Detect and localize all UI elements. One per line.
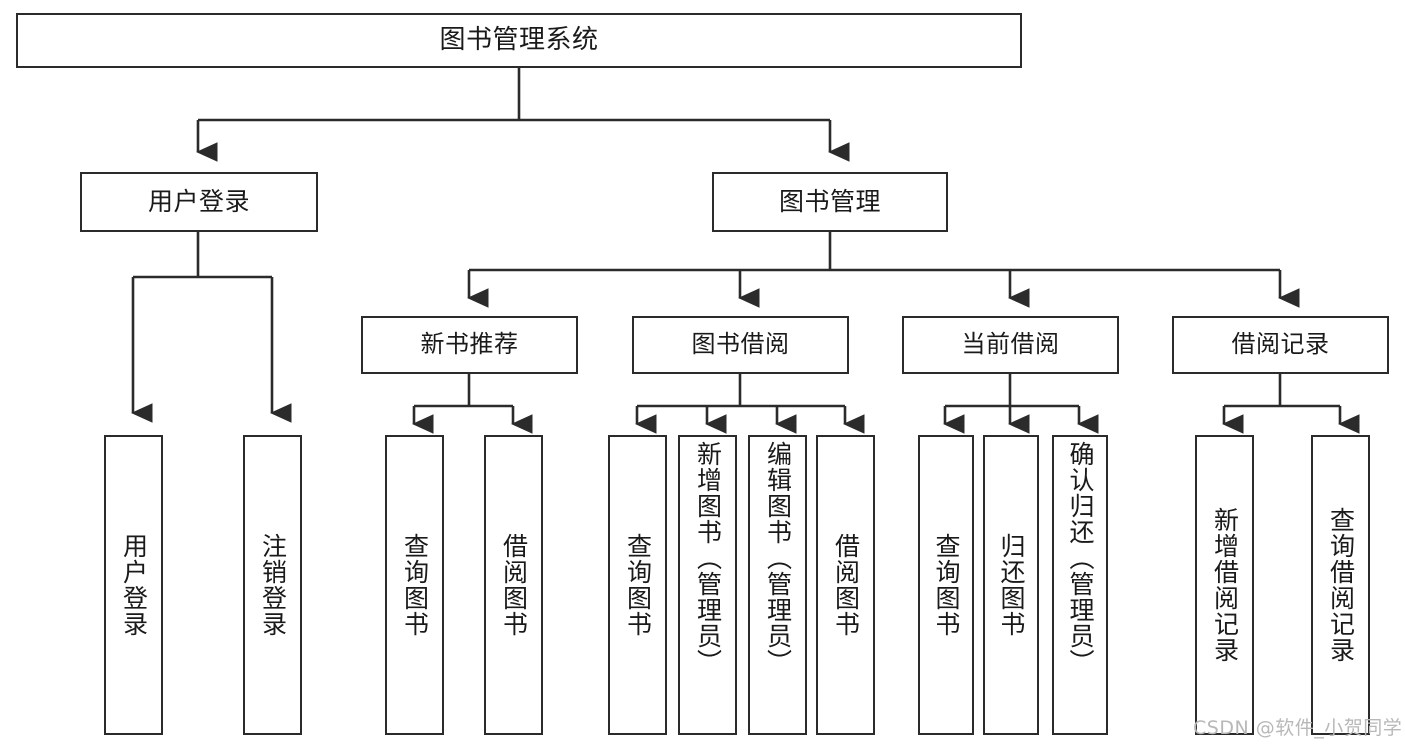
leaf-recommend-borrow-book-label: 借阅图书 xyxy=(499,533,529,637)
leaf-current-return-book[interactable]: 归还图书 xyxy=(983,435,1039,735)
leaf-borrow-edit-book-label: 编辑图书（管理员） xyxy=(763,441,793,675)
node-book-management[interactable]: 图书管理 xyxy=(712,172,948,232)
node-book-borrow[interactable]: 图书借阅 xyxy=(632,316,849,374)
node-current-borrow[interactable]: 当前借阅 xyxy=(902,316,1119,374)
leaf-user-login-logout[interactable]: 注销登录 xyxy=(243,435,302,735)
node-user-login-label: 用户登录 xyxy=(147,186,250,216)
node-book-borrow-label: 图书借阅 xyxy=(691,330,790,359)
node-current-borrow-label: 当前借阅 xyxy=(961,330,1060,359)
leaf-borrow-query-book[interactable]: 查询图书 xyxy=(608,435,667,735)
leaf-borrow-query-book-label: 查询图书 xyxy=(623,533,653,637)
leaf-current-confirm-return-label: 确认归还（管理员） xyxy=(1066,441,1095,675)
leaf-user-login-login[interactable]: 用户登录 xyxy=(104,435,163,735)
node-root[interactable]: 图书管理系统 xyxy=(16,13,1022,68)
leaf-borrow-borrow-book[interactable]: 借阅图书 xyxy=(816,435,875,735)
node-user-login[interactable]: 用户登录 xyxy=(80,172,318,232)
leaf-borrow-borrow-book-label: 借阅图书 xyxy=(831,533,861,637)
node-borrow-record-label: 借阅记录 xyxy=(1231,330,1330,359)
leaf-record-add-record[interactable]: 新增借阅记录 xyxy=(1195,435,1254,735)
leaf-borrow-edit-book[interactable]: 编辑图书（管理员） xyxy=(748,435,807,735)
leaf-recommend-query-book[interactable]: 查询图书 xyxy=(385,435,444,735)
leaf-current-query-book[interactable]: 查询图书 xyxy=(918,435,974,735)
leaf-borrow-add-book-label: 新增图书（管理员） xyxy=(693,441,723,675)
leaf-record-query-record-label: 查询借阅记录 xyxy=(1326,507,1356,663)
node-root-label: 图书管理系统 xyxy=(439,24,599,55)
csdn-watermark: CSDN @软件_小贺同学 xyxy=(1193,717,1403,739)
leaf-user-login-logout-label: 注销登录 xyxy=(258,533,288,637)
leaf-current-return-book-label: 归还图书 xyxy=(997,533,1026,637)
leaf-borrow-add-book[interactable]: 新增图书（管理员） xyxy=(678,435,737,735)
leaf-record-query-record[interactable]: 查询借阅记录 xyxy=(1311,435,1370,735)
leaf-recommend-query-book-label: 查询图书 xyxy=(400,533,430,637)
leaf-current-query-book-label: 查询图书 xyxy=(932,533,961,637)
node-book-management-label: 图书管理 xyxy=(778,186,881,216)
leaf-user-login-login-label: 用户登录 xyxy=(119,533,149,637)
node-new-book-recommend-label: 新书推荐 xyxy=(420,330,519,359)
leaf-record-add-record-label: 新增借阅记录 xyxy=(1210,507,1240,663)
node-new-book-recommend[interactable]: 新书推荐 xyxy=(361,316,578,374)
leaf-current-confirm-return[interactable]: 确认归还（管理员） xyxy=(1052,435,1108,735)
leaf-recommend-borrow-book[interactable]: 借阅图书 xyxy=(484,435,543,735)
node-borrow-record[interactable]: 借阅记录 xyxy=(1172,316,1389,374)
